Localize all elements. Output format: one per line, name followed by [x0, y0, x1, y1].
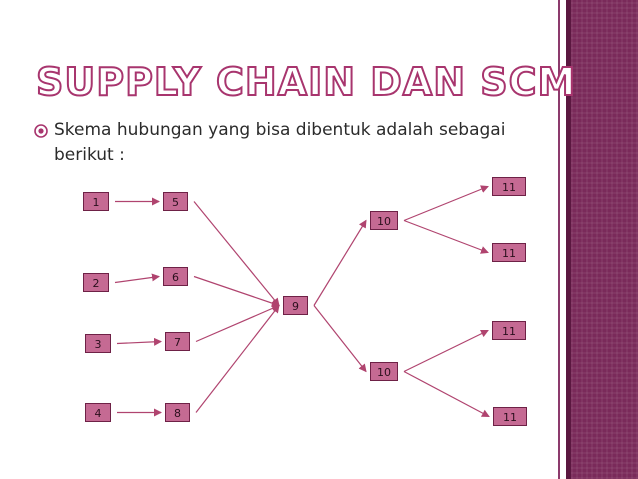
arrow-n5-n9 [193, 201, 280, 307]
node-n11b: 11 [492, 243, 526, 262]
node-n9: 9 [283, 296, 308, 315]
node-n4: 4 [85, 403, 111, 422]
node-n11d: 11 [493, 407, 527, 426]
sidebar-divider-line [558, 0, 560, 479]
arrow-n3-n7 [116, 337, 162, 346]
arrow-n8-n9 [195, 304, 280, 413]
arrow-n9-n10b [313, 305, 367, 373]
arrow-n10b-n11d [403, 370, 490, 418]
arrow-n6-n9 [193, 275, 280, 308]
slide-title: SUPPLY CHAIN DAN SCM [35, 59, 577, 105]
decorative-sidebar [566, 0, 638, 479]
node-n2: 2 [83, 273, 109, 292]
bullet-text: Skema hubungan yang bisa dibentuk adalah… [54, 120, 506, 165]
arrow-n2-n6 [114, 273, 160, 284]
node-n7: 7 [165, 332, 190, 351]
bullet-icon [34, 124, 48, 138]
node-n3: 3 [85, 334, 111, 353]
node-n10b: 10 [370, 362, 398, 381]
arrow-n10a-n11a [403, 185, 489, 222]
arrow-n10b-n11c [403, 329, 489, 373]
node-n11c: 11 [492, 321, 526, 340]
sidebar-pattern [566, 0, 638, 479]
node-n11a: 11 [492, 177, 526, 196]
node-n10a: 10 [370, 211, 398, 230]
node-n5: 5 [163, 192, 188, 211]
arrow-n7-n9 [195, 304, 280, 343]
sidebar-edge [566, 0, 571, 479]
arrow-n10a-n11b [403, 219, 489, 254]
edge-layer [114, 185, 490, 418]
node-n6: 6 [163, 267, 188, 286]
node-n8: 8 [165, 403, 190, 422]
node-n1: 1 [83, 192, 109, 211]
arrow-n9-n10a [313, 219, 367, 306]
